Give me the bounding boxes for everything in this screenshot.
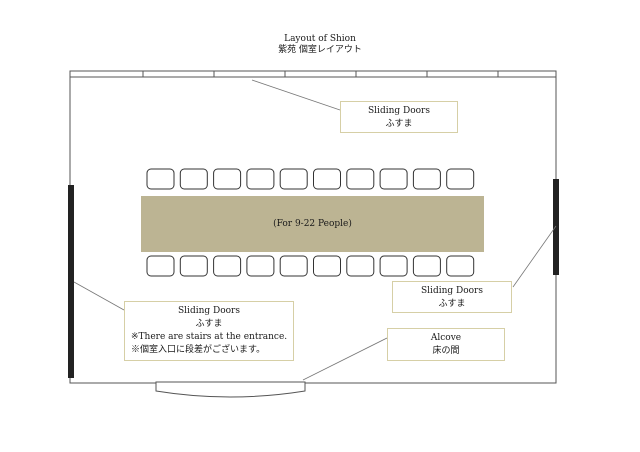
right-doors-sub: ふすま	[438, 299, 466, 309]
bottom-row-seat	[179, 255, 208, 277]
bottom-row-seat	[346, 255, 375, 277]
bottom-row-seat	[313, 255, 341, 277]
top-row-seat	[346, 168, 375, 190]
left-doors-sub: ふすま	[195, 319, 223, 329]
stairs-note-ja: ※個室入口に段差がございます。	[131, 345, 266, 355]
bottom-row-seat	[446, 255, 475, 277]
right-sliding-door-bar	[553, 179, 559, 275]
top-row-seat	[146, 168, 175, 190]
bottom-row-seat	[379, 255, 408, 277]
top-sliding-doors	[69, 70, 557, 78]
alcove-sub: 床の間	[432, 346, 460, 356]
top-doors-sub: ふすま	[385, 119, 413, 129]
stairs-note-en: ※There are stairs at the entrance.	[131, 332, 288, 342]
diagram-subtitle: 紫苑 個室レイアウト	[278, 45, 362, 55]
table-capacity-label: (For 9-22 People)	[273, 219, 352, 229]
bottom-row-seat	[279, 255, 308, 277]
top-row-seat	[246, 168, 275, 190]
leader-right-doors	[512, 225, 557, 288]
label-alcove: Alcove 床の間	[387, 328, 505, 361]
top-row-seat	[179, 168, 208, 190]
top-row-seat	[213, 168, 242, 190]
label-right-sliding-doors: Sliding Doors ふすま	[392, 281, 512, 313]
seats-bottom-row	[146, 255, 475, 277]
leader-left-doors	[73, 281, 125, 311]
alcove-shape	[155, 381, 306, 398]
top-row-seat	[412, 168, 441, 190]
leader-top-doors	[251, 79, 341, 111]
bottom-row-seat	[246, 255, 275, 277]
top-row-seat	[379, 168, 408, 190]
right-doors-title: Sliding Doors	[421, 286, 483, 296]
bottom-row-seat	[412, 255, 441, 277]
top-row-seat	[446, 168, 475, 190]
bottom-row-seat	[146, 255, 175, 277]
dining-table	[141, 196, 484, 252]
top-row-seat	[279, 168, 308, 190]
top-doors-title: Sliding Doors	[368, 106, 430, 116]
label-left-sliding-doors: Sliding Doors ふすま ※There are stairs at t…	[124, 301, 294, 361]
left-doors-title: Sliding Doors	[178, 306, 240, 316]
seats-top-row	[146, 168, 475, 190]
alcove-title: Alcove	[430, 333, 462, 343]
label-top-sliding-doors: Sliding Doors ふすま	[340, 101, 458, 133]
left-sliding-door-bar	[68, 185, 74, 378]
bottom-row-seat	[213, 255, 242, 277]
top-row-seat	[313, 168, 341, 190]
diagram-title: Layout of Shion	[284, 34, 356, 44]
leader-alcove	[302, 337, 388, 381]
